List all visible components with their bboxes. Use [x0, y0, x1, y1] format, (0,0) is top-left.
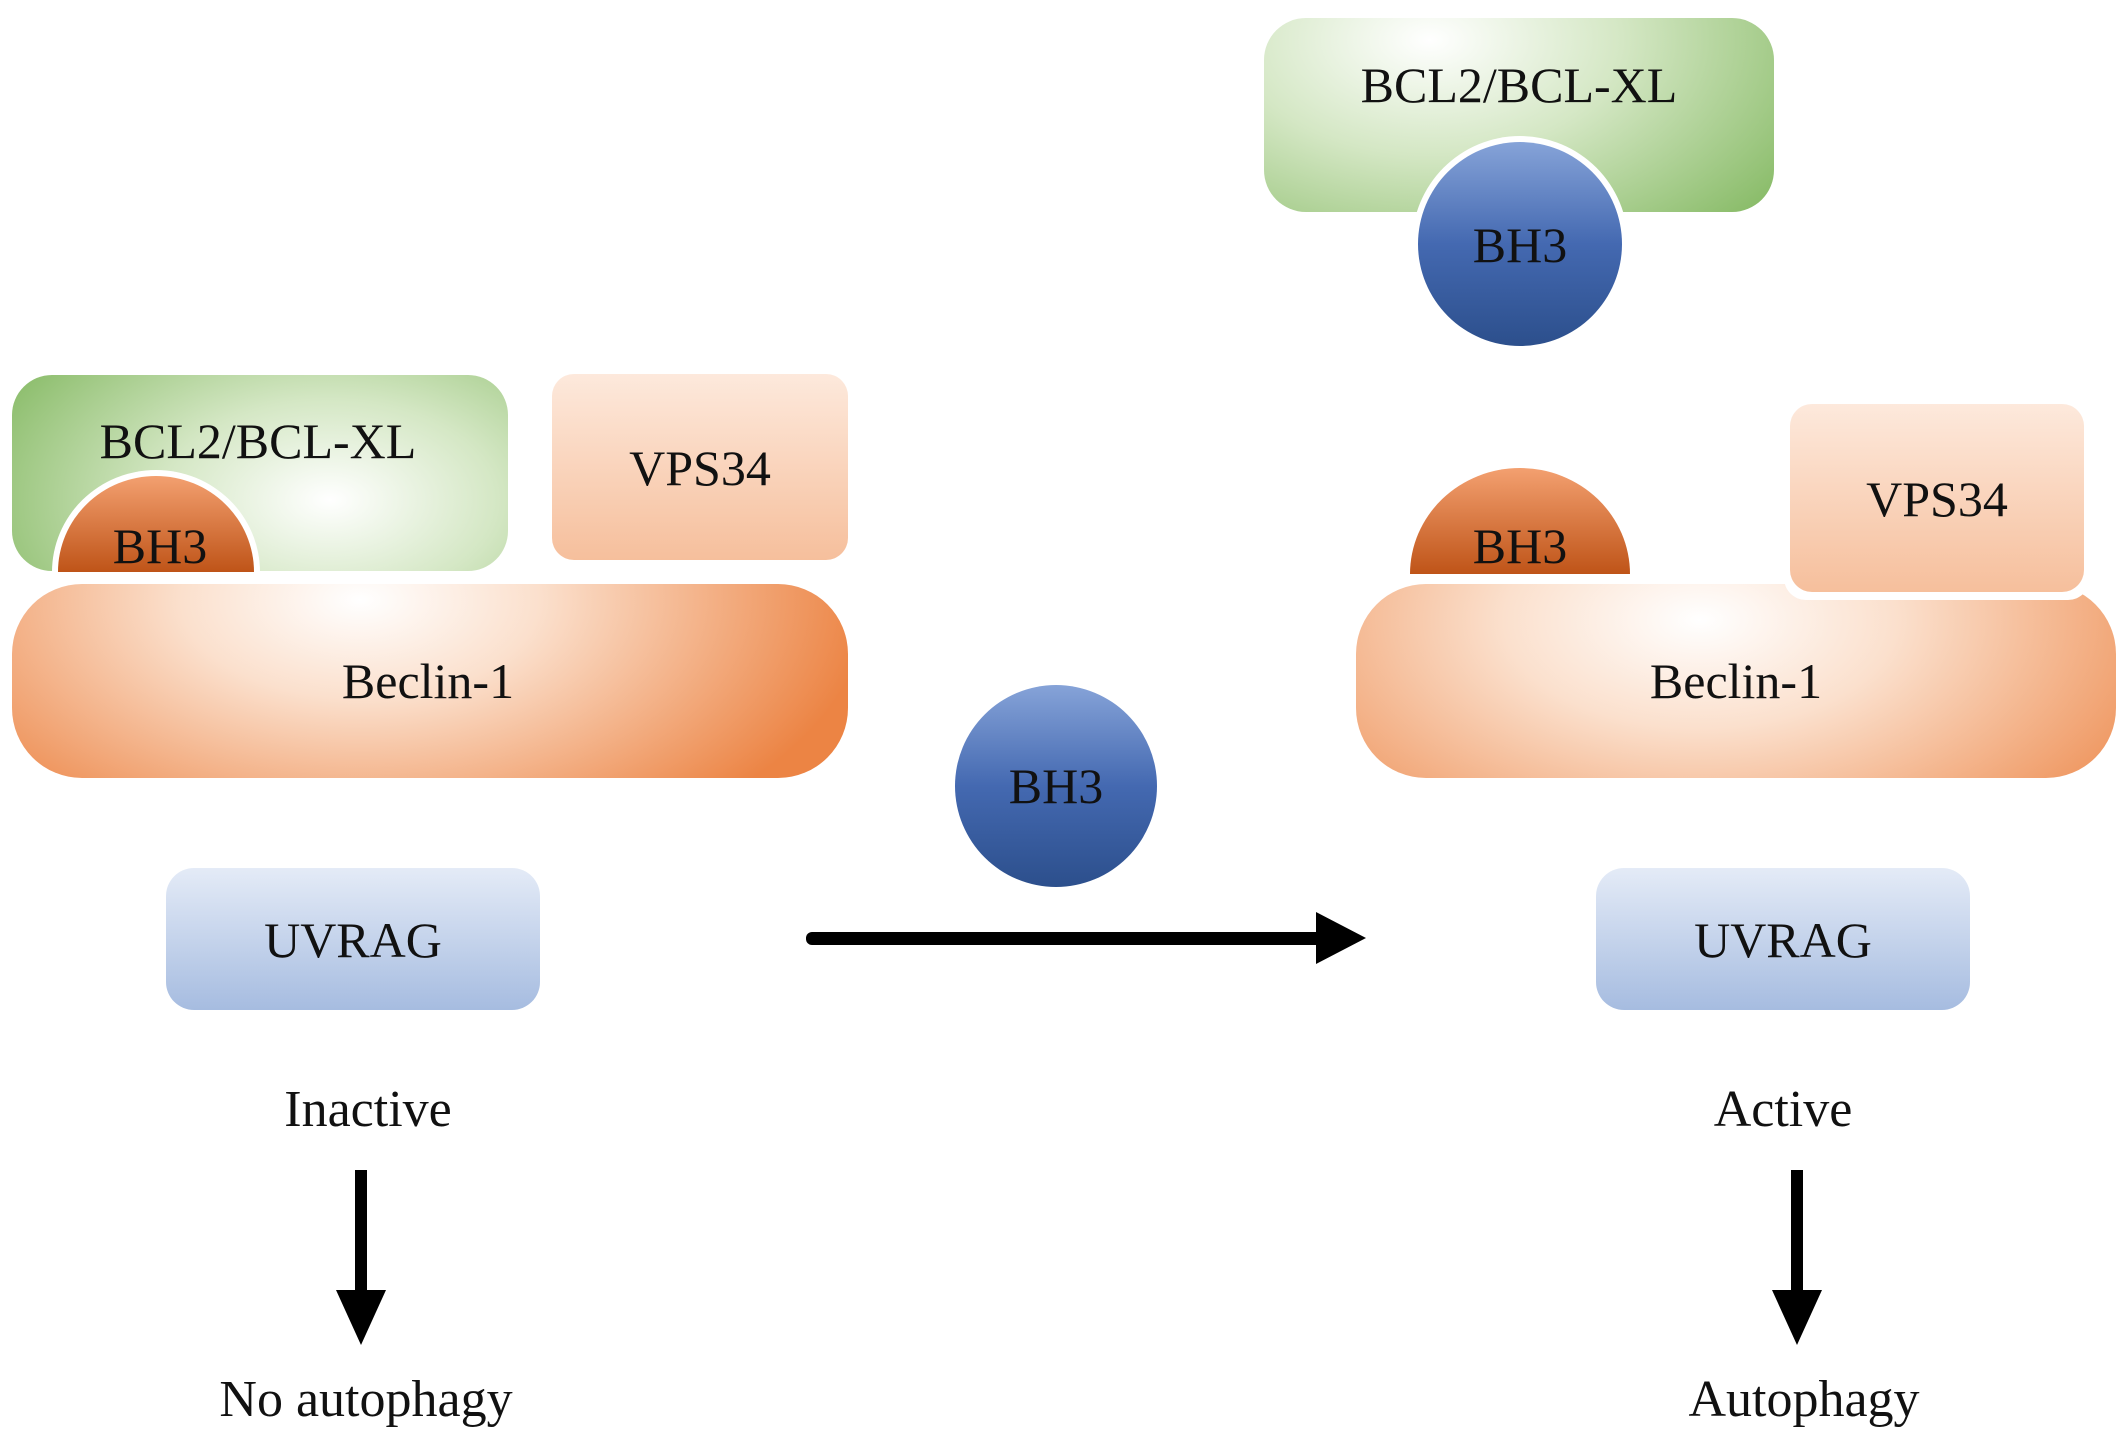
free-bh3-label: BH3	[1009, 758, 1103, 814]
free-bh3-circle: BH3	[955, 685, 1157, 887]
active-outcome-label: Autophagy	[1688, 1371, 1919, 1428]
inactive-beclin1-label: Beclin-1	[342, 653, 514, 709]
active-uvrag-box: UVRAG	[1596, 868, 1970, 1010]
inactive-vps34-label: VPS34	[629, 440, 771, 496]
active-beclin-bh3-label: BH3	[1473, 518, 1567, 574]
inactive-outcome-label: No autophagy	[219, 1371, 512, 1428]
inactive-bh3-dome: BH3	[52, 470, 260, 574]
active-uvrag-label: UVRAG	[1694, 912, 1872, 968]
inactive-down-arrow	[336, 1170, 386, 1345]
active-bcl2-bh3-circle: BH3	[1412, 136, 1628, 352]
active-beclin-bh3-dome: BH3	[1410, 468, 1630, 574]
active-complex: BCL2/BCL-XL BH3 Beclin-1 BH3 VPS34 UVRAG…	[1264, 18, 2116, 1428]
active-beclin1-label: Beclin-1	[1650, 653, 1822, 709]
inactive-uvrag-label: UVRAG	[264, 912, 442, 968]
transition-arrow	[806, 912, 1366, 964]
inactive-beclin1-bar: Beclin-1	[12, 584, 848, 778]
active-bcl2-bh3-label: BH3	[1473, 217, 1567, 273]
inactive-state-label: Inactive	[284, 1081, 451, 1138]
active-vps34-box: VPS34	[1784, 402, 2090, 600]
active-state-label: Active	[1714, 1081, 1853, 1138]
inactive-uvrag-box: UVRAG	[166, 868, 540, 1010]
inactive-vps34-box: VPS34	[552, 374, 848, 560]
active-vps34-label: VPS34	[1866, 471, 2008, 527]
active-bcl2-label: BCL2/BCL-XL	[1361, 57, 1678, 113]
inactive-bcl2-label: BCL2/BCL-XL	[100, 413, 417, 469]
active-bcl2-box: BCL2/BCL-XL	[1264, 18, 1774, 212]
inactive-complex: BCL2/BCL-XL BH3 VPS34 Beclin-1 UVRAG Ina…	[12, 374, 848, 1428]
active-down-arrow	[1772, 1170, 1822, 1345]
active-beclin1-bar: Beclin-1	[1356, 584, 2116, 778]
inactive-bh3-label: BH3	[113, 518, 207, 574]
